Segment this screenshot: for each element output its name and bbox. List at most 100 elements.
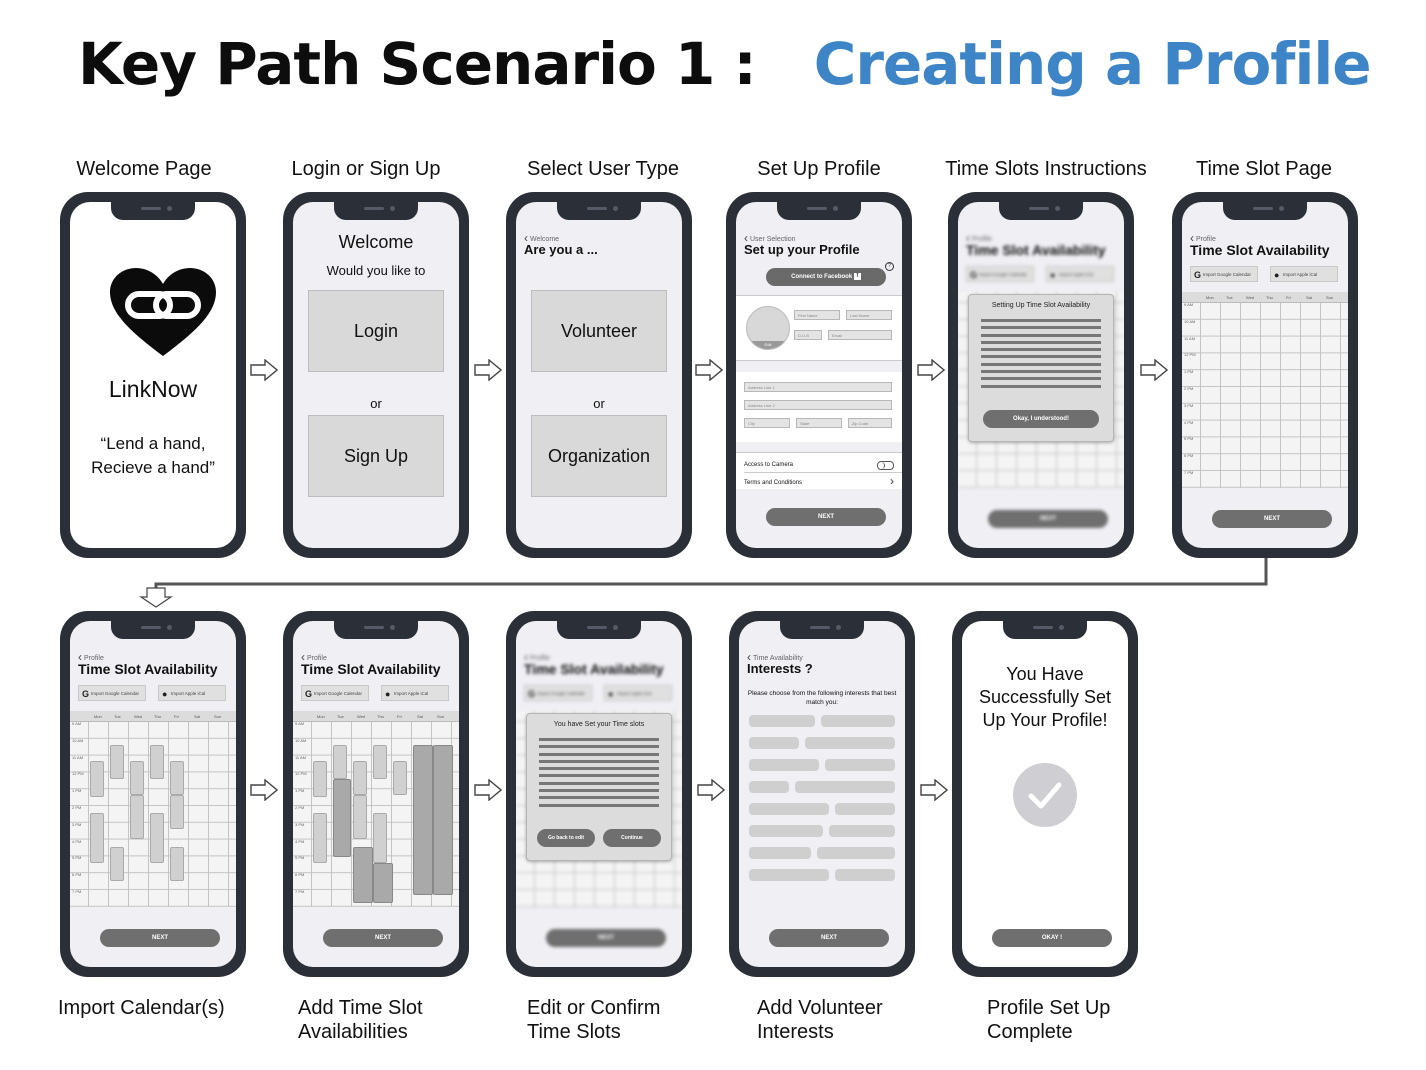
time-label: 5 PM [72,855,82,861]
calendar-grid[interactable] [70,711,236,907]
time-label: 9 AM [72,721,82,726]
imported-slot[interactable] [373,813,387,863]
facebook-button[interactable]: Connect to Facebook f [766,268,886,286]
interest-chip[interactable] [825,759,895,771]
next-button[interactable]: NEXT [323,929,443,947]
calendar-grid[interactable] [1182,292,1348,488]
imported-slot[interactable] [170,761,184,795]
interest-chip[interactable] [817,847,895,859]
added-slot[interactable] [433,745,453,895]
organization-button[interactable]: Organization [531,415,667,497]
edit-avatar[interactable]: Edit [747,341,789,349]
interest-chip[interactable] [795,781,895,793]
time-label: 5 PM [295,855,305,861]
interest-chip[interactable] [749,759,819,771]
divider [736,295,902,296]
next-button[interactable]: NEXT [766,508,886,526]
back-link[interactable]: Time Availability [747,649,803,663]
interest-chip[interactable] [749,869,829,881]
interest-chip[interactable] [829,825,895,837]
continue-button[interactable]: Continue [603,829,661,847]
success-line1: You Have [1006,664,1084,684]
added-slot[interactable] [333,779,351,857]
back-link[interactable]: User Selection [744,230,796,244]
next-button[interactable]: NEXT [100,929,220,947]
terms-label[interactable]: Terms and Conditions [744,480,803,486]
address2-field[interactable]: Address Line 2 [744,400,892,410]
added-slot[interactable] [413,745,433,895]
instructions-heading: Time Slot Availability [966,242,1106,258]
interest-chip[interactable] [821,715,895,727]
imported-slot[interactable] [313,813,327,863]
email-field[interactable]: Email [828,330,892,340]
volunteer-button[interactable]: Volunteer [531,290,667,372]
next-button[interactable]: NEXT [1212,510,1332,528]
interest-chip[interactable] [749,847,811,859]
google-label: Import Google Calendar [979,272,1028,277]
interest-chip[interactable] [749,803,829,815]
imported-slot[interactable] [90,761,104,797]
interest-chip[interactable] [749,781,789,793]
day-label: Sun [437,714,445,719]
zip-field[interactable]: Zip Code [848,418,892,428]
avatar[interactable]: Edit [746,306,790,350]
phone-notch [334,621,418,639]
back-link[interactable]: Profile [301,649,327,663]
next-button[interactable]: NEXT [769,929,889,947]
interest-chip[interactable] [749,737,799,749]
interest-chip[interactable] [749,715,815,727]
interest-chip[interactable] [749,825,823,837]
chevron-right-icon[interactable]: › [890,474,894,488]
added-slot[interactable] [373,863,393,903]
signup-button[interactable]: Sign Up [308,415,444,497]
day-label: Mon [1206,295,1214,300]
apple-import-button[interactable]: ●Import Apple iCal [381,685,449,701]
imported-slot[interactable] [150,745,164,779]
added-slot[interactable] [353,847,373,903]
interest-chip[interactable] [805,737,895,749]
go-back-button[interactable]: Go back to edit [537,829,595,847]
imported-slot[interactable] [90,813,104,863]
time-label: 3 PM [72,821,82,827]
imported-slot[interactable] [353,761,367,795]
imported-slot[interactable] [353,795,367,839]
imported-slot[interactable] [313,761,327,797]
imported-slot[interactable] [373,745,387,779]
apple-import-button: ●Import Apple iCal [604,685,672,701]
imported-slot[interactable] [150,813,164,863]
login-button[interactable]: Login [308,290,444,372]
first-name-field[interactable]: First Name [794,310,840,320]
back-link[interactable]: Profile [1190,230,1216,244]
imported-slot[interactable] [130,795,144,839]
last-name-field[interactable]: Last Name [846,310,892,320]
back-link[interactable]: Profile [78,649,104,663]
apple-import-button[interactable]: ●Import Apple iCal [1270,266,1338,282]
imported-slot[interactable] [170,847,184,881]
okay-button[interactable]: OKAY ! [992,929,1112,947]
back-link[interactable]: Welcome [524,230,559,244]
day-label: Mon [94,714,102,719]
interest-chip[interactable] [835,869,895,881]
help-icon[interactable]: ? [885,262,894,271]
phone-notch [334,202,418,220]
imported-slot[interactable] [333,745,347,779]
imported-slot[interactable] [110,745,124,779]
understood-button[interactable]: Okay, I understood! [983,410,1099,428]
or-label: or [593,396,605,411]
camera-toggle[interactable] [877,461,894,470]
state-field[interactable]: State [796,418,842,428]
dob-field[interactable]: D.O.B [794,330,822,340]
interest-chip[interactable] [835,803,895,815]
apple-import-button[interactable]: ●Import Apple iCal [158,685,226,701]
city-field[interactable]: City [744,418,790,428]
imported-slot[interactable] [170,795,184,829]
imported-slot[interactable] [130,761,144,795]
imported-slot[interactable] [393,761,407,795]
address1-field[interactable]: Address Line 1 [744,382,892,392]
imported-slot[interactable] [110,847,124,881]
